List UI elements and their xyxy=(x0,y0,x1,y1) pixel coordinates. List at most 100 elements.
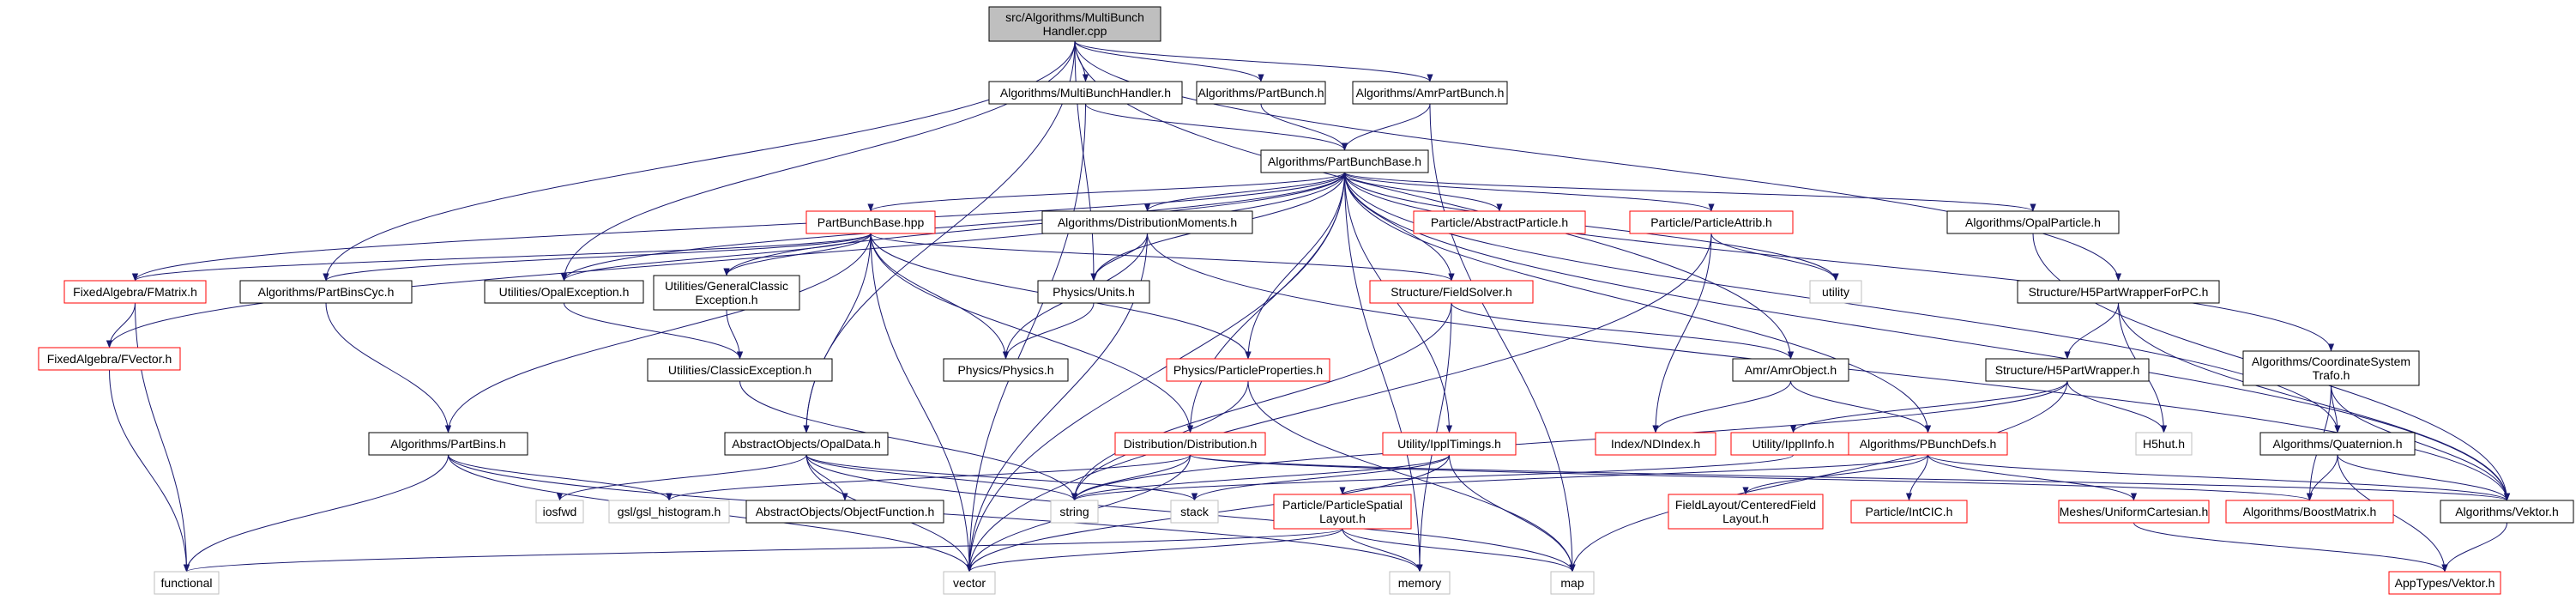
node-genclassexc-box xyxy=(653,275,800,311)
node-physics[interactable]: Physics/Physics.h xyxy=(943,358,1069,382)
node-h5pc[interactable]: Structure/H5PartWrapperForPC.h xyxy=(2017,280,2220,304)
node-root[interactable]: src/Algorithms/MultiBunchHandler.cpp xyxy=(988,6,1161,42)
node-h5p[interactable]: Structure/H5PartWrapper.h xyxy=(1985,358,2150,382)
node-utility[interactable]: utility xyxy=(1809,280,1862,304)
node-ipplinfo[interactable]: Utility/IpplInfo.h xyxy=(1730,432,1856,456)
node-intcic[interactable]: Particle/IntCIC.h xyxy=(1850,500,1968,524)
node-map-box xyxy=(1550,571,1595,595)
node-vector-box xyxy=(943,571,996,595)
node-iosfwd-box xyxy=(535,500,584,524)
edge-pb-to-pbb xyxy=(1260,103,1348,151)
node-iosfwd-label-0: iosfwd xyxy=(543,505,577,518)
node-opalparticle[interactable]: Algorithms/OpalParticle.h xyxy=(1946,210,2120,234)
node-h5hut[interactable]: H5hut.h xyxy=(2135,432,2193,456)
node-unicart[interactable]: Meshes/UniformCartesian.h xyxy=(2058,500,2210,524)
node-utility-label-0: utility xyxy=(1822,285,1849,299)
node-distmom-box xyxy=(1041,210,1253,234)
edge-pbbhpp-to-opaldata xyxy=(803,233,872,433)
node-pbbhpp[interactable]: PartBunchBase.hpp xyxy=(805,210,936,234)
edge-amrobj-to-pbunchdefs xyxy=(1790,380,1932,433)
node-distmom[interactable]: Algorithms/DistributionMoments.h xyxy=(1041,210,1253,234)
edge-fieldsolver-to-string xyxy=(1071,302,1452,501)
node-functional[interactable]: functional xyxy=(154,571,220,595)
node-absparticle[interactable]: Particle/AbstractParticle.h xyxy=(1413,210,1586,234)
node-gslhist[interactable]: gsl/gsl_histogram.h xyxy=(608,500,730,524)
edge-root-to-h5pc xyxy=(1074,40,2122,282)
edge-quaternion-to-boostmatrix xyxy=(2306,454,2338,501)
edge-root-to-units xyxy=(1074,40,1097,282)
node-units[interactable]: Physics/Units.h xyxy=(1037,280,1150,304)
node-vektor[interactable]: Algorithms/Vektor.h xyxy=(2440,500,2574,524)
node-vector[interactable]: vector xyxy=(943,571,996,595)
node-opaldata[interactable]: AbstractObjects/OpalData.h xyxy=(724,432,889,456)
edge-pbunchdefs-to-unicart xyxy=(1927,454,2138,501)
node-ippltimings-box xyxy=(1382,432,1517,456)
edge-partbins-to-gslhist xyxy=(448,454,673,501)
node-genclassexc-label-1: Exception.h xyxy=(695,293,757,306)
node-classexc[interactable]: Utilities/ClassicException.h xyxy=(647,358,833,382)
dependency-nodes: src/Algorithms/MultiBunchHandler.cppAlgo… xyxy=(38,6,2574,595)
node-ippltimings[interactable]: Utility/IpplTimings.h xyxy=(1382,432,1517,456)
node-partbins[interactable]: Algorithms/PartBins.h xyxy=(368,432,528,456)
node-dist[interactable]: Distribution/Distribution.h xyxy=(1114,432,1266,456)
node-memory[interactable]: memory xyxy=(1389,571,1451,595)
node-partprops[interactable]: Physics/ParticleProperties.h xyxy=(1166,358,1330,382)
node-amrobj[interactable]: Amr/AmrObject.h xyxy=(1732,358,1849,382)
node-objfunc[interactable]: AbstractObjects/ObjectFunction.h xyxy=(745,500,944,524)
edge-amrobj-to-ndindex xyxy=(1652,380,1791,433)
node-opalexc-label-0: Utilities/OpalException.h xyxy=(499,285,630,299)
node-quaternion-box xyxy=(2259,432,2416,456)
node-pbcyc[interactable]: Algorithms/PartBinsCyc.h xyxy=(239,280,413,304)
edge-mbh-to-vector xyxy=(966,103,1086,573)
edge-partattrib-to-vector xyxy=(966,233,1712,573)
node-utility-box xyxy=(1809,280,1862,304)
node-boostmatrix[interactable]: Algorithms/BoostMatrix.h xyxy=(2225,500,2394,524)
node-iosfwd[interactable]: iosfwd xyxy=(535,500,584,524)
node-absparticle-label-0: Particle/AbstractParticle.h xyxy=(1431,215,1568,229)
node-fmatrix[interactable]: FixedAlgebra/FMatrix.h xyxy=(63,280,207,304)
node-ndindex[interactable]: Index/NDIndex.h xyxy=(1595,432,1716,456)
edge-ippltimings-to-map xyxy=(1449,454,1576,573)
node-coordtrafo-label-0: Algorithms/CoordinateSystem xyxy=(2252,355,2410,368)
node-spatial-label-0: Particle/ParticleSpatial xyxy=(1282,498,1403,512)
node-fvector[interactable]: FixedAlgebra/FVector.h xyxy=(38,347,181,371)
edge-root-to-apb xyxy=(1074,40,1433,82)
node-apptypes-box xyxy=(2388,571,2501,595)
node-partattrib[interactable]: Particle/ParticleAttrib.h xyxy=(1629,210,1794,234)
node-pb[interactable]: Algorithms/PartBunch.h xyxy=(1196,81,1326,105)
node-pbb[interactable]: Algorithms/PartBunchBase.h xyxy=(1260,149,1429,173)
node-mbh[interactable]: Algorithms/MultiBunchHandler.h xyxy=(988,81,1183,105)
node-string[interactable]: string xyxy=(1050,500,1099,524)
node-gslhist-box xyxy=(608,500,730,524)
node-intcic-box xyxy=(1850,500,1968,524)
node-pbbhpp-box xyxy=(805,210,936,234)
edge-pbcyc-to-partbins xyxy=(325,302,452,433)
edge-ipplinfo-to-string xyxy=(1071,454,1794,501)
node-stack-box xyxy=(1170,500,1219,524)
node-pbunchdefs[interactable]: Algorithms/PBunchDefs.h xyxy=(1848,432,2008,456)
node-amrobj-label-0: Amr/AmrObject.h xyxy=(1745,363,1837,377)
node-fieldsolver[interactable]: Structure/FieldSolver.h xyxy=(1369,280,1534,304)
node-map[interactable]: map xyxy=(1550,571,1595,595)
node-apptypes[interactable]: AppTypes/Vektor.h xyxy=(2388,571,2501,595)
node-h5pc-box xyxy=(2017,280,2220,304)
node-ipplinfo-label-0: Utility/IpplInfo.h xyxy=(1753,437,1835,451)
node-apb[interactable]: Algorithms/AmrPartBunch.h xyxy=(1352,81,1508,105)
edge-dist-to-boostmatrix xyxy=(1190,454,2313,501)
node-opalexc[interactable]: Utilities/OpalException.h xyxy=(484,280,644,304)
node-dist-box xyxy=(1114,432,1266,456)
edge-pbbhpp-to-partbins xyxy=(444,233,872,433)
node-pbb-label-0: Algorithms/PartBunchBase.h xyxy=(1268,155,1421,168)
node-apb-label-0: Algorithms/AmrPartBunch.h xyxy=(1356,86,1505,100)
edge-h5pc-to-h5p xyxy=(2064,302,2119,360)
edge-quaternion-to-vektor xyxy=(2337,454,2511,501)
node-root-label-1: Handler.cpp xyxy=(1043,24,1107,38)
node-stack[interactable]: stack xyxy=(1170,500,1219,524)
node-memory-label-0: memory xyxy=(1398,576,1442,590)
node-quaternion[interactable]: Algorithms/Quaternion.h xyxy=(2259,432,2416,456)
node-unicart-label-0: Meshes/UniformCartesian.h xyxy=(2060,505,2209,518)
